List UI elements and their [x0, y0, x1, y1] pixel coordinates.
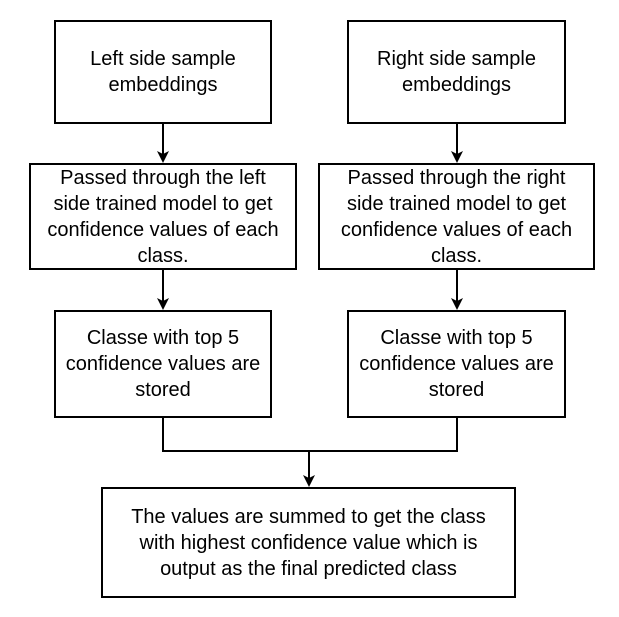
node-right-model-label: Passed through the right side trained mo…	[340, 166, 573, 267]
node-left-embeddings-label: Left side sample embeddings	[90, 48, 236, 96]
node-final-prediction-label: The values are summed to get the class w…	[131, 505, 486, 580]
node-left-model-label: Passed through the left side trained mod…	[47, 166, 279, 267]
node-right-top5-label: Classe with top 5 confidence values are …	[359, 327, 554, 401]
node-right-embeddings: Right side sample embeddings	[347, 20, 566, 124]
node-final-prediction: The values are summed to get the class w…	[101, 487, 516, 598]
node-right-model: Passed through the right side trained mo…	[318, 163, 595, 270]
edge-right-top5-to-merge	[309, 418, 458, 452]
node-left-embeddings: Left side sample embeddings	[54, 20, 272, 124]
node-left-model: Passed through the left side trained mod…	[29, 163, 297, 270]
node-left-top5: Classe with top 5 confidence values are …	[54, 310, 272, 418]
node-left-top5-label: Classe with top 5 confidence values are …	[65, 327, 261, 401]
node-right-embeddings-label: Right side sample embeddings	[377, 48, 536, 96]
node-right-top5: Classe with top 5 confidence values are …	[347, 310, 566, 418]
edge-left-top5-to-merge	[162, 418, 309, 452]
